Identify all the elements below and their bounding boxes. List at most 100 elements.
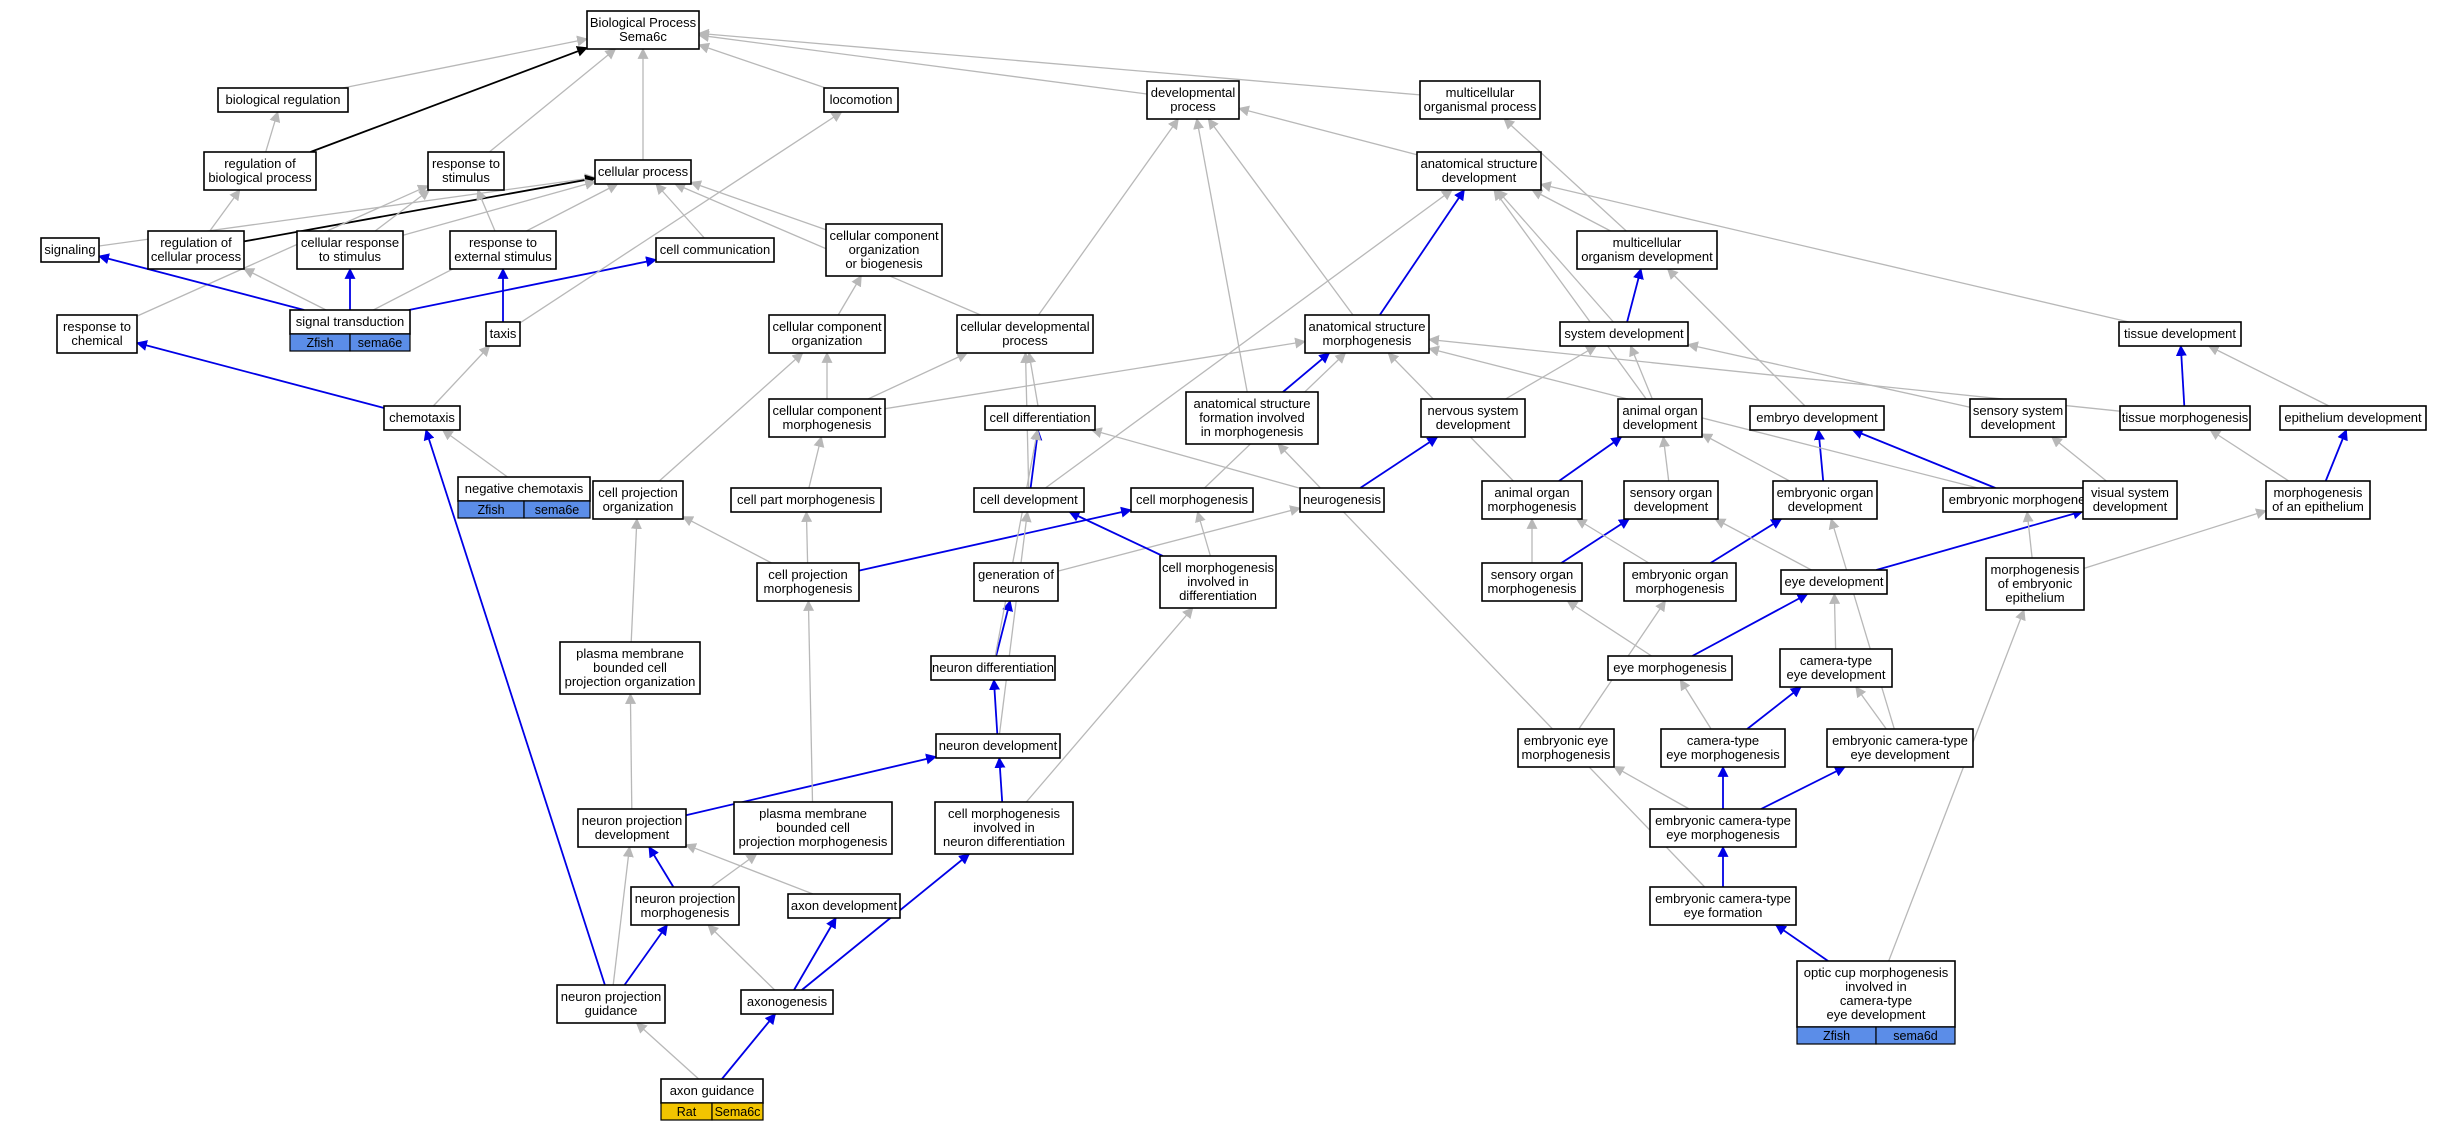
node-label-line: system development xyxy=(1564,326,1684,341)
node-neurdiff[interactable]: neuron differentiation xyxy=(930,655,1056,681)
node-locomotion[interactable]: locomotion xyxy=(823,87,899,113)
node-celldiff[interactable]: cell differentiation xyxy=(984,405,1096,431)
node-signaling[interactable]: signaling xyxy=(40,237,100,263)
node-box xyxy=(1779,648,1893,688)
edge-negchem-to-chemotaxis xyxy=(441,429,508,478)
node-chemotaxis[interactable]: chemotaxis xyxy=(383,405,461,431)
edge-biolreg-to-bp xyxy=(342,35,589,89)
node-biolreg[interactable]: biological regulation xyxy=(217,87,349,113)
node-label-line: development xyxy=(1634,499,1709,514)
node-tissuemorph[interactable]: tissue morphogenesis xyxy=(2119,405,2251,431)
node-axondev[interactable]: axon development xyxy=(787,893,901,919)
edge-ctem-to-eyemorph xyxy=(1679,679,1712,730)
node-label-line: eye morphogenesis xyxy=(1613,660,1727,675)
edge-cprojm-to-cellmorph xyxy=(858,506,1133,572)
node-neurogenesis[interactable]: neurogenesis xyxy=(1299,487,1385,513)
edge-sigtrans-to-cellcomm xyxy=(408,256,658,311)
node-label-line: differentiation xyxy=(1179,588,1257,603)
node-cellproc[interactable]: cellular process xyxy=(594,159,692,185)
edge-ectem-to-ected xyxy=(1760,766,1846,810)
node-label-line: development xyxy=(1442,170,1517,185)
node-sysdev[interactable]: system development xyxy=(1559,321,1689,347)
node-embmorph[interactable]: embryonic morphogenesis xyxy=(1942,487,2108,513)
node-label-line: stimulus xyxy=(442,170,490,185)
edge-epidev-to-tissuedev xyxy=(2207,345,2330,407)
node-epidev[interactable]: epithelium development xyxy=(2279,405,2427,431)
node-box xyxy=(296,230,404,270)
node-eyedev[interactable]: eye development xyxy=(1780,569,1888,595)
node-cellcomm[interactable]: cell communication xyxy=(655,237,775,263)
node-tissuedev[interactable]: tissue development xyxy=(2118,321,2242,347)
node-axonogenesis[interactable]: axonogenesis xyxy=(740,989,834,1015)
node-box xyxy=(592,480,684,520)
node-label-line: bounded cell xyxy=(593,660,667,675)
node-label-line: neurogenesis xyxy=(1303,492,1382,507)
node-label-line: morphogenesis xyxy=(1991,562,2080,577)
node-cpm[interactable]: cell part morphogenesis xyxy=(730,487,882,513)
node-label-line: plasma membrane xyxy=(759,806,867,821)
edge-respstim-to-bp xyxy=(488,48,617,153)
edge-neurdiff-to-celldiff xyxy=(994,428,1042,657)
node-celldev[interactable]: cell development xyxy=(973,487,1085,513)
node-eyemorph[interactable]: eye morphogenesis xyxy=(1607,655,1733,681)
node-box xyxy=(1826,728,1974,768)
tag-cell xyxy=(523,500,591,519)
node-taxis[interactable]: taxis xyxy=(485,321,521,347)
node-label-line: development xyxy=(1788,499,1863,514)
node-label-line: visual system xyxy=(2091,485,2169,500)
node-label-line: eye development xyxy=(1784,574,1883,589)
node-cellmorph[interactable]: cell morphogenesis xyxy=(1130,487,1254,513)
node-embdev[interactable]: embryo development xyxy=(1749,405,1885,431)
node-neurdev[interactable]: neuron development xyxy=(935,733,1061,759)
